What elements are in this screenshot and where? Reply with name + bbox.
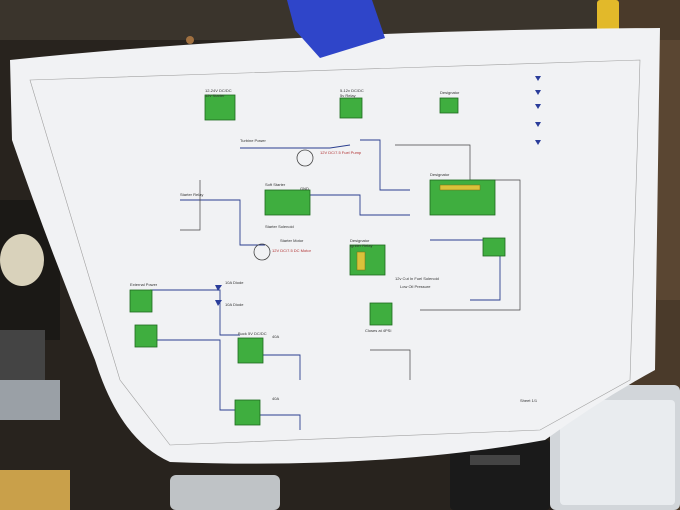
label-designator-mid: Designator	[350, 238, 370, 243]
label-diode-10a: 10A Diode	[225, 280, 244, 285]
label-dcdc-12v-sub: 12v Starter	[205, 93, 225, 98]
label-designator-right: Designator	[430, 172, 450, 177]
label-dcdc-5v-sub: 5v Relay	[340, 93, 356, 98]
schematic-paper	[10, 28, 660, 464]
label-fuel-solenoid: 12v Cut In Fuel Solenoid	[395, 276, 439, 281]
label-low-oil: Low Oil Pressure	[400, 284, 431, 289]
label-dc-motor: 12V DC/7.5 DC Motor	[272, 248, 312, 253]
label-fuel-pump: 12V DC/7.5 Fuel Pump	[320, 150, 362, 155]
label-designator-top: Designator	[440, 90, 460, 95]
label-fuse-40a-2: 40A	[272, 396, 279, 401]
label-diode-10a-2: 10A Diode	[225, 302, 244, 307]
dcdc-12v-module	[204, 94, 236, 121]
designator-module-top	[439, 97, 459, 114]
ignition-relay-board	[349, 244, 386, 276]
starter-motor	[253, 243, 271, 261]
low-oil-module	[369, 302, 393, 326]
blue-tape	[287, 0, 385, 58]
label-soft-starter: Soft Starter	[265, 182, 286, 187]
fuel-pump-motor	[296, 149, 314, 167]
fuel-solenoid-module	[482, 237, 506, 257]
label-closes-at: Closes at 4PSI	[365, 328, 391, 333]
buck-module-a	[237, 337, 264, 364]
label-turbine-power: Turbine Power	[240, 138, 267, 143]
soft-starter-module	[264, 189, 311, 216]
label-starter-solenoid: Starter Solenoid	[265, 224, 294, 229]
label-dcdc-12v: 12-24V DC/DC	[205, 88, 232, 93]
label-buck: Buck 5V DC/DC	[238, 331, 267, 336]
label-fuse-40a: 40A	[272, 334, 279, 339]
label-starter-motor: Starter Motor	[280, 238, 304, 243]
label-ignition-relay: Igniter Relay	[350, 243, 372, 248]
label-ext-power: External Power	[130, 282, 158, 287]
dcdc-5v-module	[339, 97, 363, 119]
status-leds	[535, 76, 541, 145]
left-module-a	[129, 289, 153, 313]
label-title-block: Sheet 1/1	[520, 398, 538, 403]
left-module-b	[134, 324, 158, 348]
label-gnd: GND	[300, 186, 309, 191]
buck-module-b	[234, 399, 261, 426]
label-dcdc-5v: 5-12v DC/DC	[340, 88, 364, 93]
label-starter-relay: Starter Relay	[180, 192, 203, 197]
